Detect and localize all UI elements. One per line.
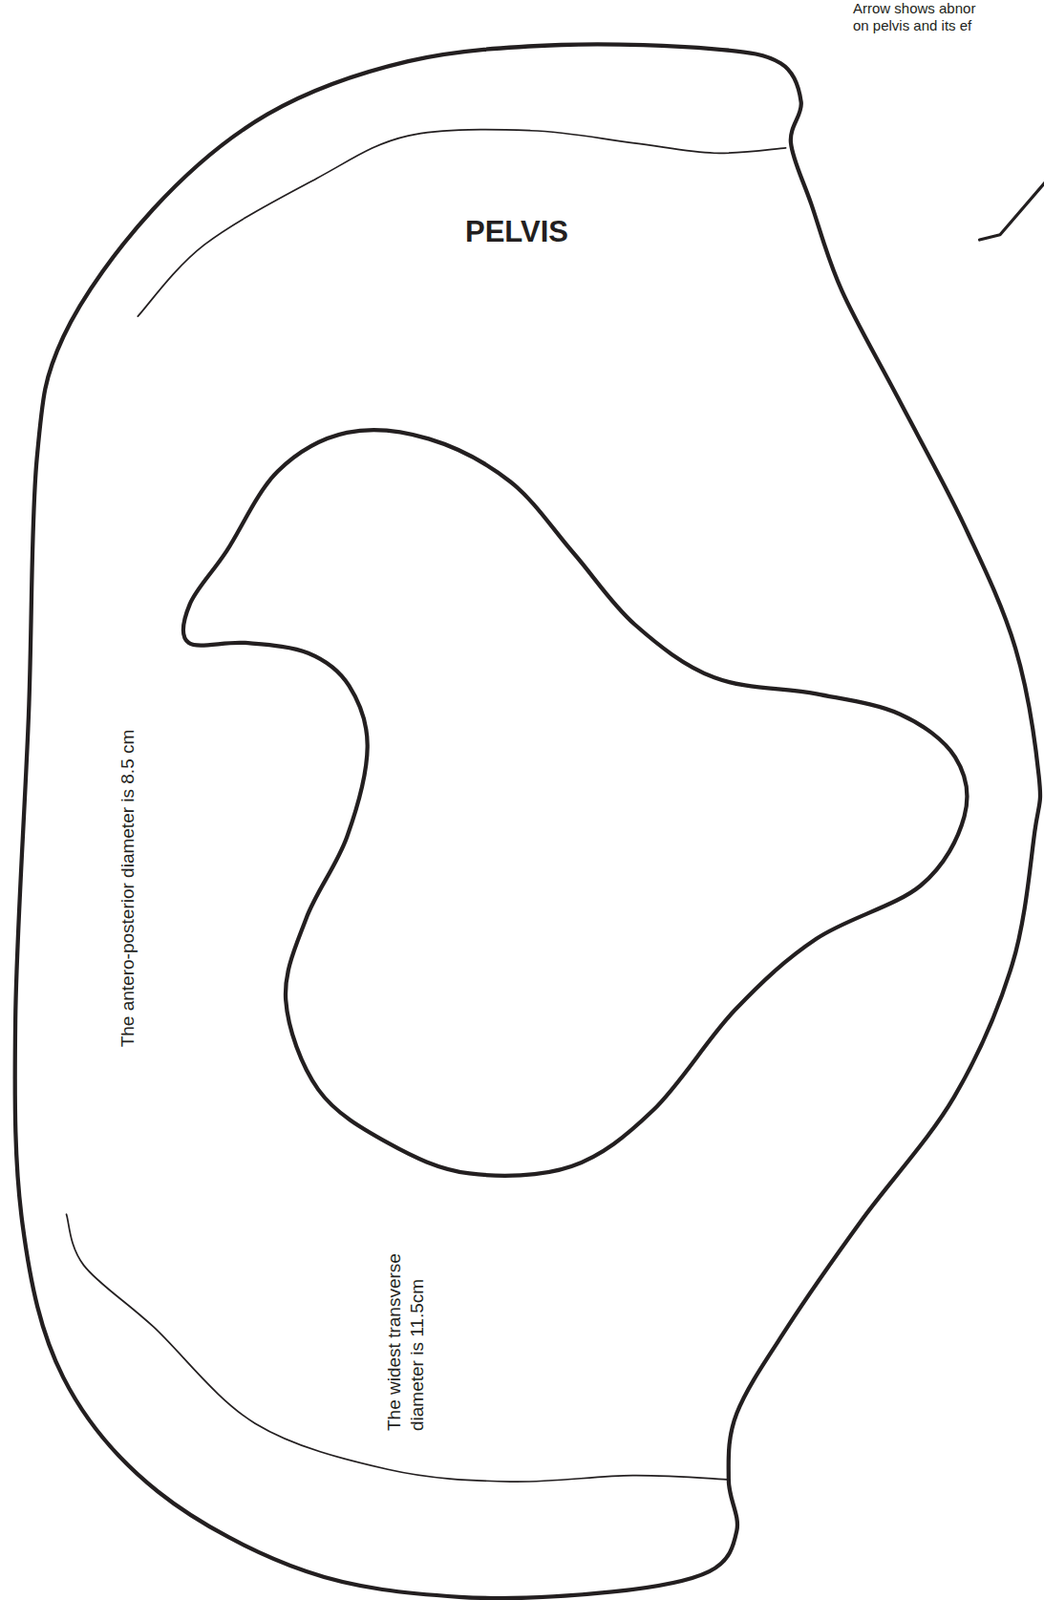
dimension-text: The widest transverse diameter is 11.5cm bbox=[383, 1205, 429, 1431]
pelvic-inlet-outline bbox=[183, 429, 967, 1176]
arrow-line bbox=[980, 175, 1044, 240]
iliac-line bbox=[137, 129, 786, 317]
dimension-text: The antero-posterior diameter is 8.5 cm bbox=[117, 729, 139, 1048]
part-name: PELVIS bbox=[465, 214, 569, 250]
pelvis-outline bbox=[15, 43, 1041, 1598]
note-text: Arrow shows abnor on pelvis and its ef bbox=[852, 0, 989, 35]
